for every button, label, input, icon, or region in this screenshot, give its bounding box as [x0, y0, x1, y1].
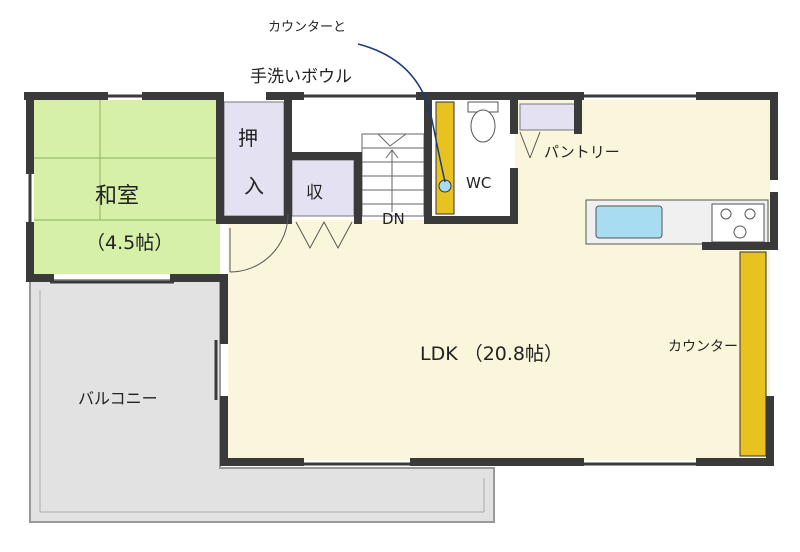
kitchen-counter [585, 199, 769, 245]
pantry-label: パントリー [544, 143, 620, 161]
counter-bar [739, 251, 767, 457]
ldk-floor [228, 100, 770, 460]
storage-room [291, 159, 355, 217]
annotation-line-1: カウンターと [268, 20, 347, 35]
wc-room [432, 100, 514, 216]
staircase [361, 133, 425, 217]
walls [24, 92, 778, 466]
washitsu-label: 和室 [95, 184, 140, 209]
wc-label: WC [466, 174, 492, 192]
thin-walls [28, 94, 700, 466]
stair-down-label: DN [382, 210, 405, 228]
washitsu-size-label: （4.5帖） [86, 232, 174, 254]
ldk-label: LDK （20.8帖） [420, 343, 564, 365]
oshiire-label-bottom: 入 [244, 174, 264, 198]
annotation-line-2: 手洗いボウル [250, 67, 352, 87]
washitsu-floor [34, 100, 220, 274]
pantry-area [519, 103, 577, 131]
oshiire-label-top: 押 [238, 126, 258, 150]
counter-label: カウンター [668, 339, 738, 355]
oshiire-closet [223, 101, 285, 217]
storage-label: 収 [306, 183, 323, 203]
balcony-label: バルコニー [78, 389, 158, 408]
annotation-pointer [357, 43, 446, 183]
doors [229, 131, 541, 273]
